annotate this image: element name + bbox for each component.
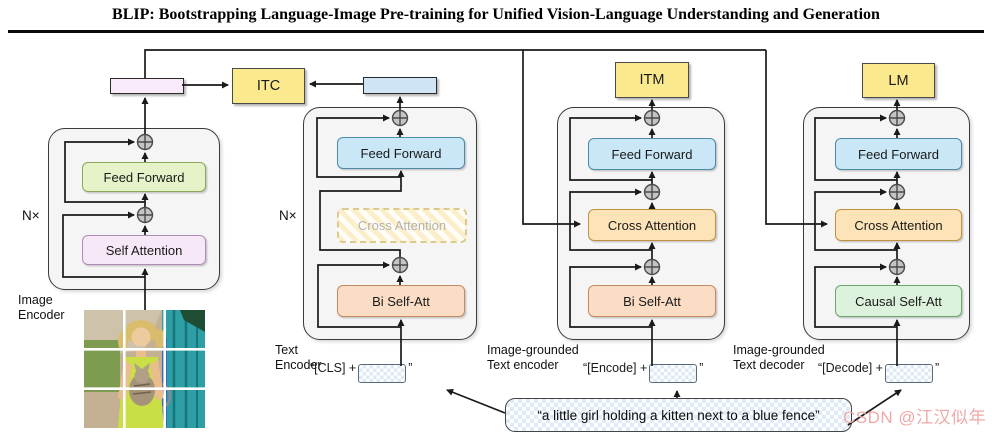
cls-token-prefix: “[CLS] + [310,361,357,375]
image-encoder-label-line1: Image [18,293,53,307]
wire-caption-to-cls [446,388,506,414]
text-feature-rect [363,77,437,94]
image-feature-rect [110,78,184,94]
itm-feed-forward-block: Feed Forward [588,138,716,170]
photo-foliage [180,310,205,332]
itc-head-box: ITC [232,68,305,104]
photo-grass [84,340,120,392]
lm-cross-attention-block: Cross Attention [835,209,962,241]
photo-girl-arm-right [150,360,164,400]
add-circle-icons [136,109,906,276]
decode-token-suffix: ” [934,361,940,375]
photo-girl-face [131,327,151,347]
lm-causal-self-att-block: Causal Self-Att [835,285,962,317]
encode-token-prefix: “[Encode] + [583,361,648,375]
text-encoder-label-line1: Text [275,343,298,357]
photo-kitten-ear-right [143,363,150,371]
title-divider [8,30,984,33]
encode-token-embedding-box [649,364,698,383]
image-encoder-container [48,128,220,290]
lm-feed-forward-block: Feed Forward [835,138,962,170]
image-grounded-encoder-label: Image-grounded Text encoder [487,343,579,373]
itm-cross-attention-block: Cross Attention [588,209,716,241]
figure-title: BLIP: Bootstrapping Language-Image Pre-t… [112,6,880,23]
text-encoder-label-line2: Encoder [275,357,322,372]
photo-kitten-stripe [132,391,152,395]
decode-token-row: “[Decode] + ” [818,361,940,383]
text-encoder-label: Text Encoder [275,343,322,373]
decode-token-prefix: “[Decode] + [818,361,883,375]
encode-token-row: “[Encode] + ” [583,361,704,383]
encode-token-suffix: ” [699,361,704,375]
photo-girl-neck [136,348,146,357]
csdn-watermark: CSDN @江汉似年 [843,408,987,427]
text-encoder-bi-self-att-block: Bi Self-Att [337,285,465,317]
itm-head-box: ITM [615,62,689,98]
lm-head-box: LM [862,63,935,98]
text-encoder-cross-attention-block-disabled: Cross Attention [337,208,467,243]
cls-token-row: “[CLS] + ” [310,361,413,383]
caption-text-box: “a little girl holding a kitten next to … [505,398,852,432]
itm-bi-self-att-block: Bi Self-Att [588,285,716,317]
image-encoder-self-attention-block: Self Attention [82,235,206,265]
cls-token-suffix: ” [408,361,413,375]
image-grounded-decoder-label-line2: Text decoder [733,357,805,372]
image-grounded-decoder-label: Image-grounded Text decoder [733,343,825,373]
photo-girl-pigtail-right [155,329,165,349]
image-grounded-decoder-label-line1: Image-grounded [733,343,825,357]
text-encoder-repeat-label: N× [279,208,297,223]
image-encoder-label: Image Encoder [18,293,65,323]
image-encoder-feed-forward-block: Feed Forward [82,162,206,192]
cls-token-embedding-box [358,364,407,383]
image-encoder-repeat-label: N× [22,208,40,223]
image-grounded-encoder-label-line1: Image-grounded [487,343,579,357]
decode-token-embedding-box [884,364,933,383]
text-encoder-feed-forward-block: Feed Forward [337,137,465,169]
photo-kitten-stripe [133,383,151,387]
input-image [84,310,205,428]
photo-kitten-ear-left [134,363,141,371]
image-encoder-label-line2: Encoder [18,307,65,322]
photo-kitten-body [129,374,155,406]
image-grounded-encoder-label-line2: Text encoder [487,357,559,372]
photo-kitten-head [134,368,150,384]
